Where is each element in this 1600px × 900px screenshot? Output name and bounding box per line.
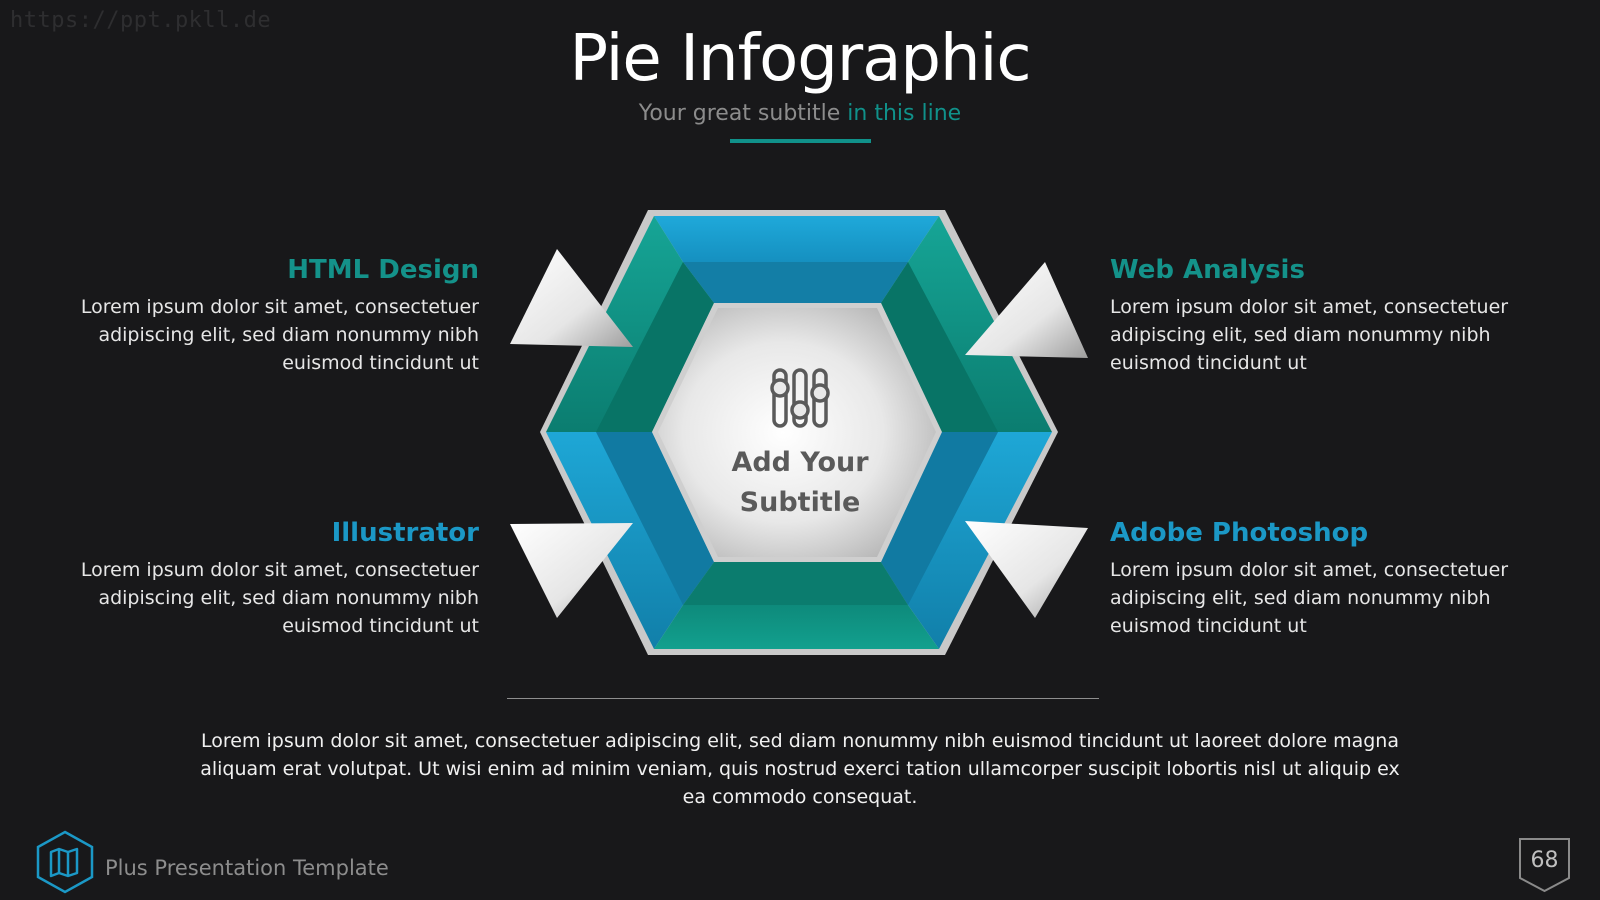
segment-html-design-inner — [596, 262, 714, 432]
arrow-top-left — [510, 249, 633, 347]
subtitle-underline — [730, 139, 871, 143]
segment-adobe-photoshop-inner — [881, 432, 998, 605]
segment-top-band — [654, 216, 939, 262]
body-paragraph: Lorem ipsum dolor sit amet, consectetuer… — [200, 730, 1400, 808]
subtitle-accent: in this line — [847, 101, 962, 126]
page-number: 68 — [1530, 848, 1559, 873]
segment-top-band-inner — [683, 262, 908, 303]
block-text: Lorem ipsum dolor sit amet, consectetuer… — [1110, 559, 1509, 637]
block-title: Web Analysis — [1110, 255, 1305, 285]
segment-web-analysis-inner — [881, 262, 998, 432]
arrow-bottom-left — [510, 523, 633, 618]
center-label-line2: Subtitle — [739, 487, 861, 518]
watermark-url: https://ppt.pkll.de — [10, 8, 272, 33]
block-text: Lorem ipsum dolor sit amet, consectetuer… — [80, 296, 479, 374]
segment-bottom-band — [654, 605, 939, 649]
slide-title: Pie Infographic — [569, 22, 1031, 96]
text-block-adobe-photoshop: Adobe Photoshop Lorem ipsum dolor sit am… — [1110, 518, 1530, 640]
center-label: Add Your Subtitle — [700, 443, 900, 523]
block-title: Illustrator — [331, 518, 479, 548]
page-badge-icon — [1519, 838, 1570, 893]
text-block-illustrator: Illustrator Lorem ipsum dolor sit amet, … — [59, 518, 479, 640]
divider-line — [507, 698, 1099, 699]
slide-subtitle: Your great subtitle in this line — [0, 101, 1600, 126]
segment-illustrator-inner — [596, 432, 714, 605]
center-hexagon-face — [658, 308, 936, 557]
arrow-bottom-right — [965, 521, 1088, 618]
block-title: HTML Design — [287, 255, 479, 285]
block-text: Lorem ipsum dolor sit amet, consectetuer… — [80, 559, 479, 637]
text-block-web-analysis: Web Analysis Lorem ipsum dolor sit amet,… — [1110, 255, 1530, 377]
block-title: Adobe Photoshop — [1110, 518, 1369, 548]
map-icon — [36, 830, 94, 894]
text-block-html-design: HTML Design Lorem ipsum dolor sit amet, … — [59, 255, 479, 377]
subtitle-plain: Your great subtitle — [638, 101, 848, 126]
footer-label: Plus Presentation Template — [105, 856, 389, 880]
arrow-top-right — [965, 262, 1088, 358]
sliders-icon — [770, 368, 830, 428]
block-text: Lorem ipsum dolor sit amet, consectetuer… — [1110, 296, 1509, 374]
segment-bottom-band-inner — [683, 562, 908, 605]
center-label-line1: Add Your — [731, 447, 869, 478]
